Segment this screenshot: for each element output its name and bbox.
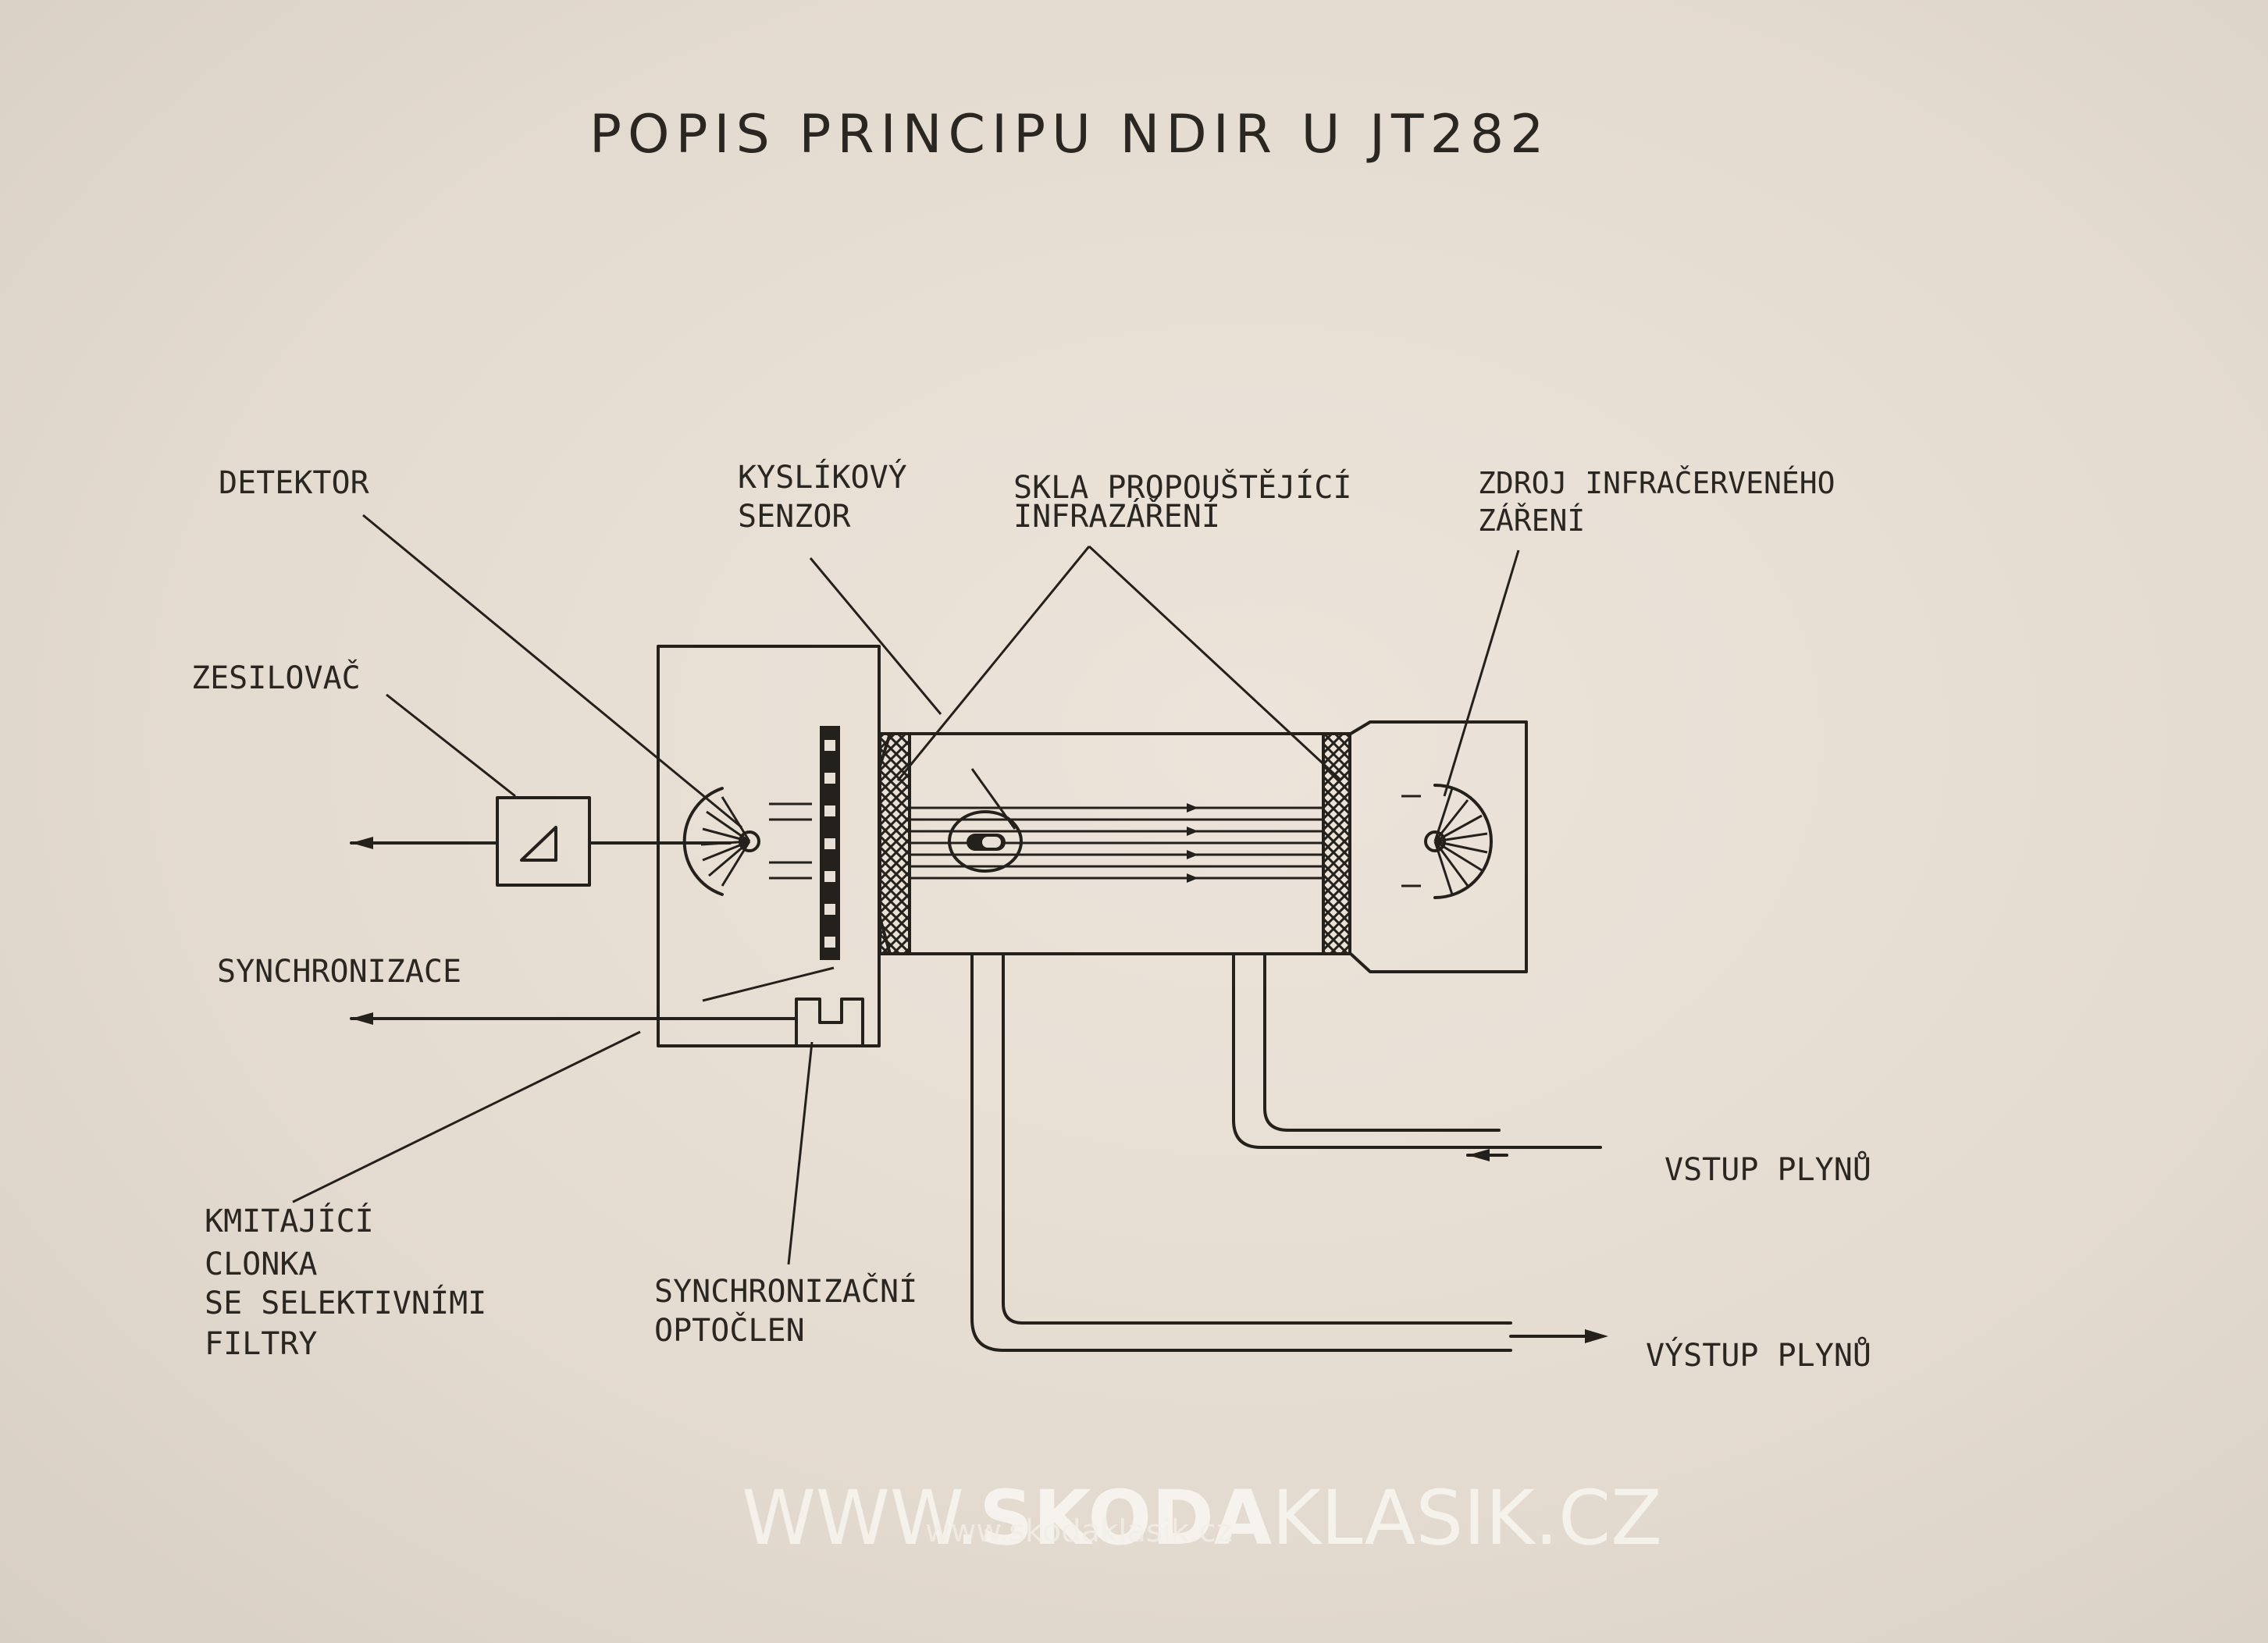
ir-window-right bbox=[1322, 732, 1351, 955]
measuring-cell bbox=[878, 720, 1528, 973]
label-zdroj-line1: ZDROJ INFRAČERVENÉHO bbox=[1478, 466, 1835, 500]
label-kyslikovy-line1: KYSLÍKOVÝ bbox=[738, 458, 907, 496]
label-synchronizace: SYNCHRONIZACE bbox=[217, 954, 461, 990]
label-kmitajici-line1: KMITAJÍCÍ bbox=[205, 1202, 374, 1239]
arrow-left-icon bbox=[1468, 1149, 1490, 1161]
label-detektor: DETEKTOR bbox=[219, 465, 370, 501]
label-kmitajici-line4: FILTRY bbox=[205, 1326, 318, 1362]
label-vystup: VÝSTUP PLYNŮ bbox=[1646, 1336, 1871, 1374]
sync-optocoupler bbox=[795, 998, 864, 1047]
label-optoclen-line1: SYNCHRONIZAČNÍ bbox=[654, 1272, 917, 1310]
label-skla-line1: SKLA PROPOUŠTĚJÍCÍ bbox=[1013, 468, 1351, 506]
label-kmitajici-line3: SE SELEKTIVNÍMI bbox=[205, 1284, 486, 1321]
gas-outlet-pipe bbox=[970, 952, 1608, 1352]
watermark-brand: SKODA bbox=[979, 1474, 1272, 1562]
label-kyslikovy-line2: SENZOR bbox=[738, 499, 851, 535]
chopper-strip bbox=[820, 726, 840, 960]
oxygen-sensor-icon bbox=[948, 810, 1023, 873]
watermark-small: www.skodaklasik.cz bbox=[925, 1513, 1233, 1549]
ir-beam-lines bbox=[910, 803, 1323, 883]
ir-source-icon bbox=[1401, 784, 1493, 899]
detector-housing bbox=[657, 645, 881, 1047]
arrow-left-icon bbox=[351, 837, 373, 849]
arrow-left-icon bbox=[351, 1012, 373, 1025]
label-kmitajici-line2: CLONKA bbox=[205, 1246, 318, 1282]
label-optoclen-line2: OPTOČLEN bbox=[654, 1311, 805, 1349]
watermark-large: WWW.SKODAKLASIK.CZ bbox=[742, 1474, 1662, 1562]
label-vstup: VSTUP PLYNŮ bbox=[1665, 1150, 1871, 1188]
watermark-rest: KLASIK bbox=[1272, 1474, 1536, 1562]
amplifier-triangle-icon bbox=[520, 826, 557, 862]
leader-lines bbox=[292, 514, 1520, 1265]
label-skla-line2: INFRAZÁŘENÍ bbox=[1013, 497, 1220, 535]
label-zdroj-line2: ZÁŘENÍ bbox=[1478, 503, 1585, 538]
watermark-www: WWW. bbox=[742, 1474, 979, 1562]
arrow-right-icon bbox=[1585, 1329, 1608, 1343]
watermark-tld: .CZ bbox=[1535, 1474, 1662, 1562]
labels: DETEKTOR KYSLÍKOVÝ SENZOR SKLA PROPOUŠTĚ… bbox=[191, 458, 1871, 1374]
page-title: POPIS PRINCIPU NDIR U JT282 bbox=[589, 104, 1550, 165]
gas-inlet-pipe bbox=[1232, 952, 1602, 1161]
label-zesilovac: ZESILOVAČ bbox=[191, 659, 361, 696]
watermark: WWW.SKODAKLASIK.CZ www.skodaklasik.cz bbox=[742, 1474, 1662, 1562]
ir-window-left bbox=[878, 732, 911, 955]
